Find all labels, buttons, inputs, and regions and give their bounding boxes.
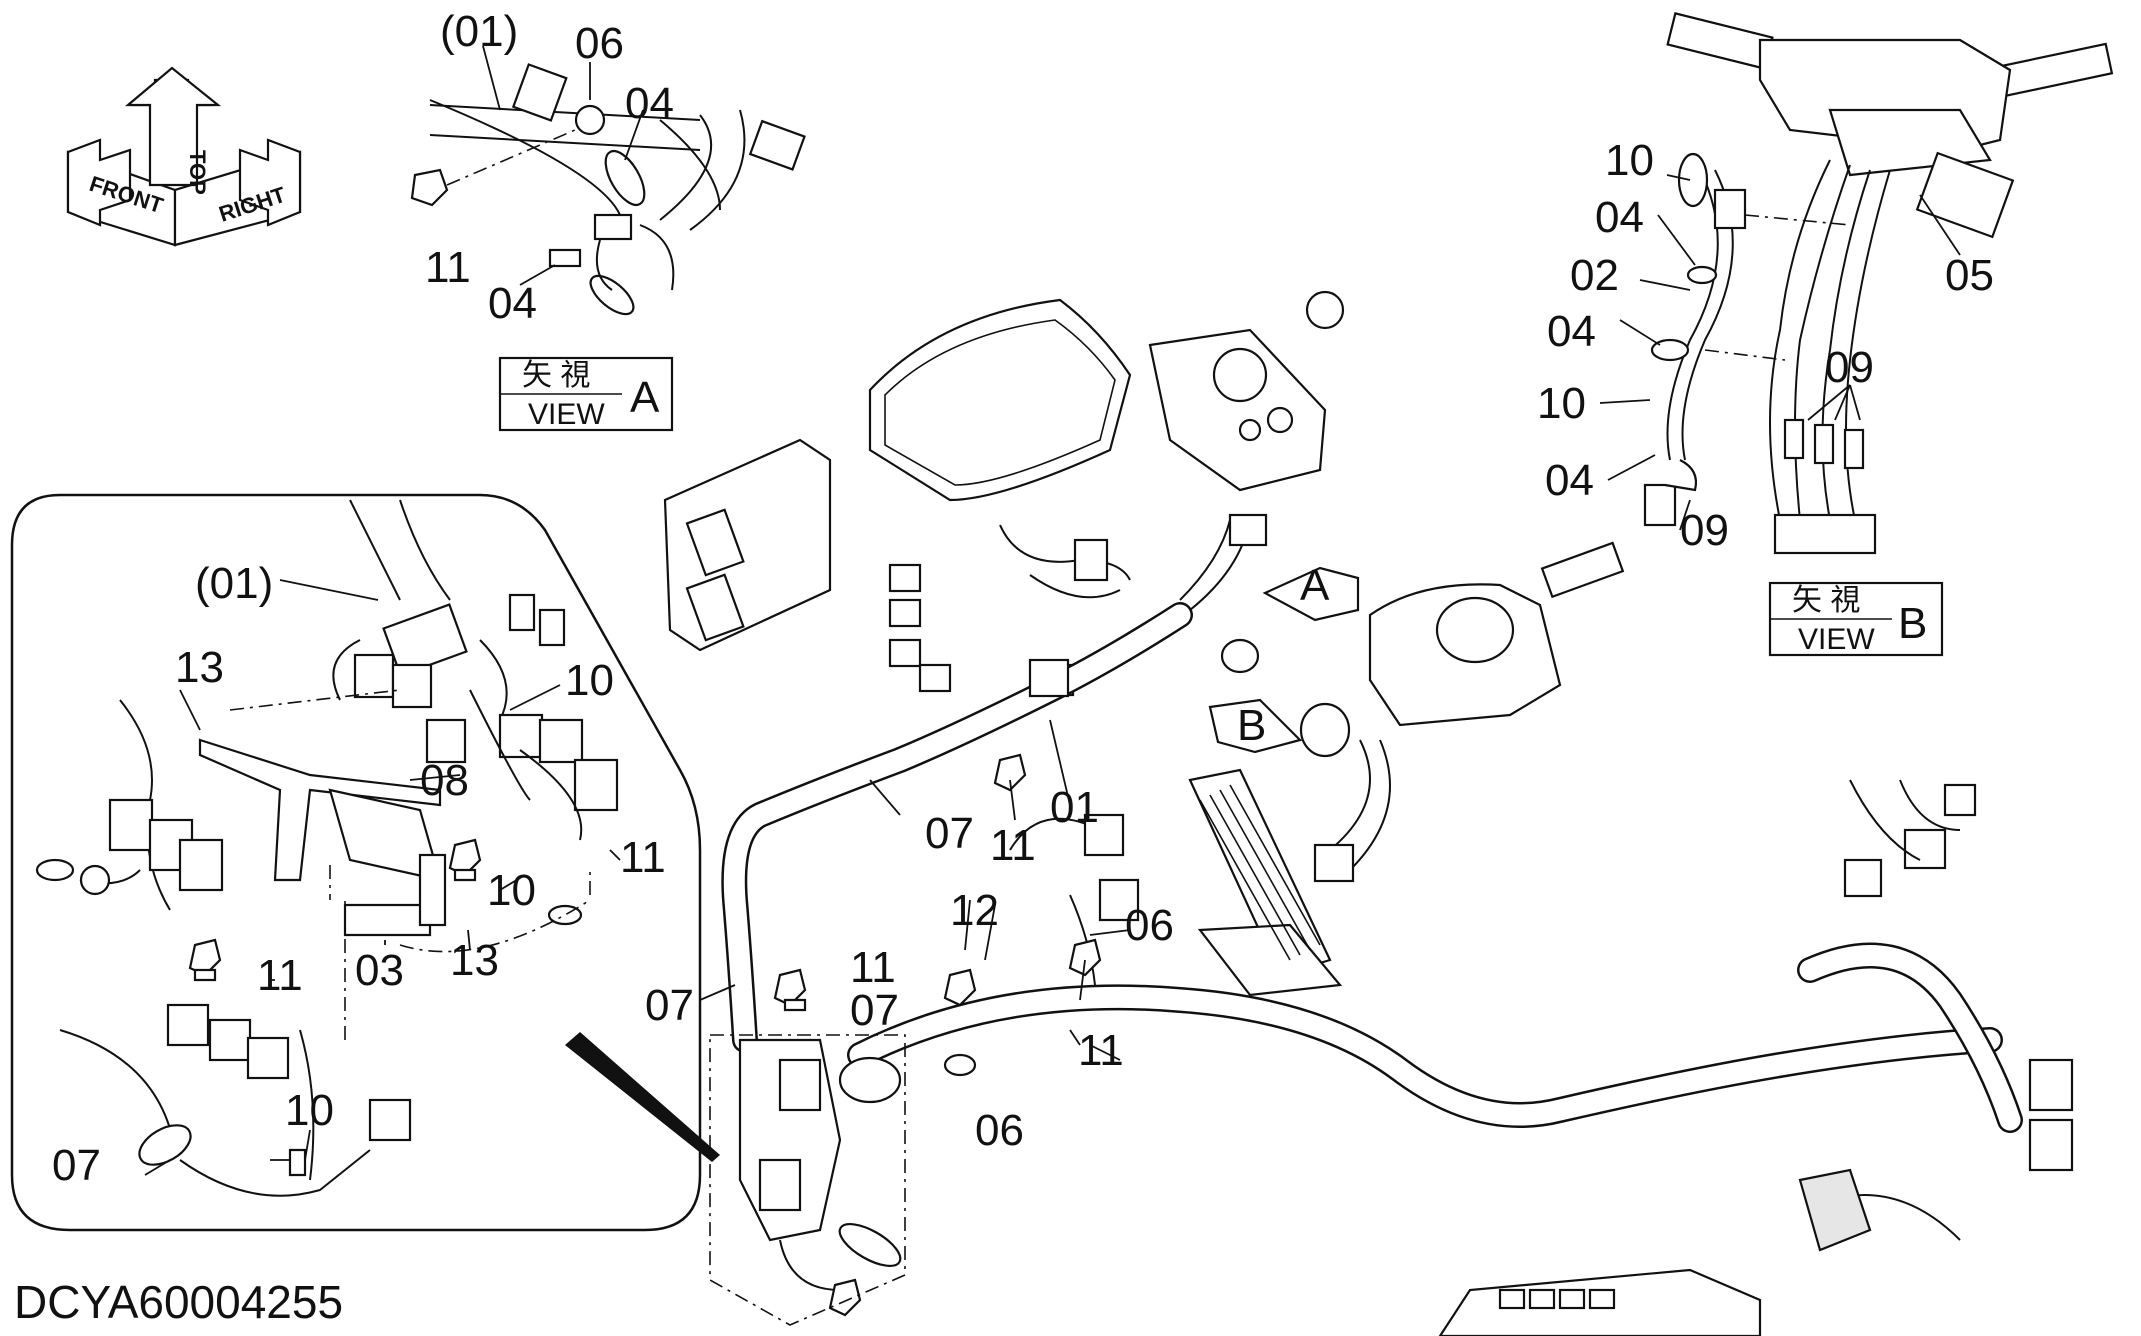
- view-b-callout-09-lower: 09: [1680, 506, 1729, 555]
- view-b-callout-10-lower: 10: [1537, 379, 1586, 428]
- document-id: DCYA60004255: [14, 1276, 343, 1328]
- view-b-callout-09-upper: 09: [1825, 343, 1874, 392]
- view-a-callout-06: 06: [575, 19, 624, 68]
- arrow-a-letter: A: [1300, 561, 1330, 610]
- view-b-view-label: VIEW: [1798, 623, 1875, 656]
- view-b-kanji: 矢 視: [1792, 584, 1860, 617]
- view-b-callout-10-upper: 10: [1605, 136, 1654, 185]
- main-callout-11-c: 11: [850, 943, 896, 992]
- detail-callout-10-upper: 10: [565, 656, 614, 705]
- detail-callout-08: 08: [420, 756, 469, 805]
- view-b-callout-02: 02: [1570, 251, 1619, 300]
- view-a-box: 矢 視 VIEW A: [498, 356, 674, 432]
- main-callout-07-right: 07: [850, 986, 899, 1035]
- main-illustration: A B 07 11 01 12 06 11 11 07 07 06: [645, 290, 2074, 1336]
- view-b-callout-04-c: 04: [1545, 456, 1594, 505]
- main-callout-01: 01: [1050, 783, 1099, 832]
- main-callout-11-a: 11: [990, 821, 1036, 870]
- view-a-kanji: 矢 視: [522, 359, 590, 392]
- view-a-callout-11: 11: [425, 243, 471, 292]
- detail-callout-10-lower: 10: [285, 1086, 334, 1135]
- detail-callout-01: (01): [195, 559, 273, 608]
- detail-bubble: [10, 493, 720, 1232]
- view-b-letter: B: [1898, 599, 1927, 648]
- view-a-letter: A: [630, 373, 660, 422]
- view-a-illustration: (01) 06 04 11 04: [410, 7, 806, 328]
- view-b-callout-04-a: 04: [1595, 193, 1644, 242]
- main-callout-06-lower: 06: [975, 1106, 1024, 1155]
- main-callout-06-right: 06: [1125, 901, 1174, 950]
- main-callout-12: 12: [950, 886, 999, 935]
- view-a-callout-04-upper: 04: [625, 79, 674, 128]
- detail-illustration: (01) 13 10 08 11 10 13 03 11 07 10: [35, 499, 666, 1197]
- view-b-callout-04-b: 04: [1547, 307, 1596, 356]
- view-b-box: 矢 視 VIEW B: [1768, 581, 1944, 657]
- view-b-illustration: 10 04 02 04 10 04 09 09 05: [1537, 12, 2114, 555]
- main-callout-07-upper: 07: [925, 809, 974, 858]
- arrow-b-letter: B: [1237, 701, 1266, 750]
- detail-callout-13-upper: 13: [175, 643, 224, 692]
- detail-callout-11-right: 11: [620, 833, 666, 882]
- detail-callout-13-lower: 13: [450, 936, 499, 985]
- view-b-callout-05: 05: [1945, 251, 1994, 300]
- main-callout-07-left: 07: [645, 981, 694, 1030]
- detail-callout-03: 03: [355, 946, 404, 995]
- main-callout-11-b: 11: [1078, 1026, 1124, 1075]
- view-a-callout-04-lower: 04: [488, 279, 537, 328]
- detail-callout-11-left: 11: [257, 951, 303, 1000]
- view-a-callout-01: (01): [440, 7, 518, 56]
- detail-callout-07: 07: [52, 1141, 101, 1190]
- orientation-symbol: FRONT TOP RIGHT: [66, 66, 302, 247]
- detail-callout-10-mid: 10: [487, 866, 536, 915]
- view-a-view-label: VIEW: [528, 398, 605, 431]
- top-label: TOP: [185, 150, 210, 195]
